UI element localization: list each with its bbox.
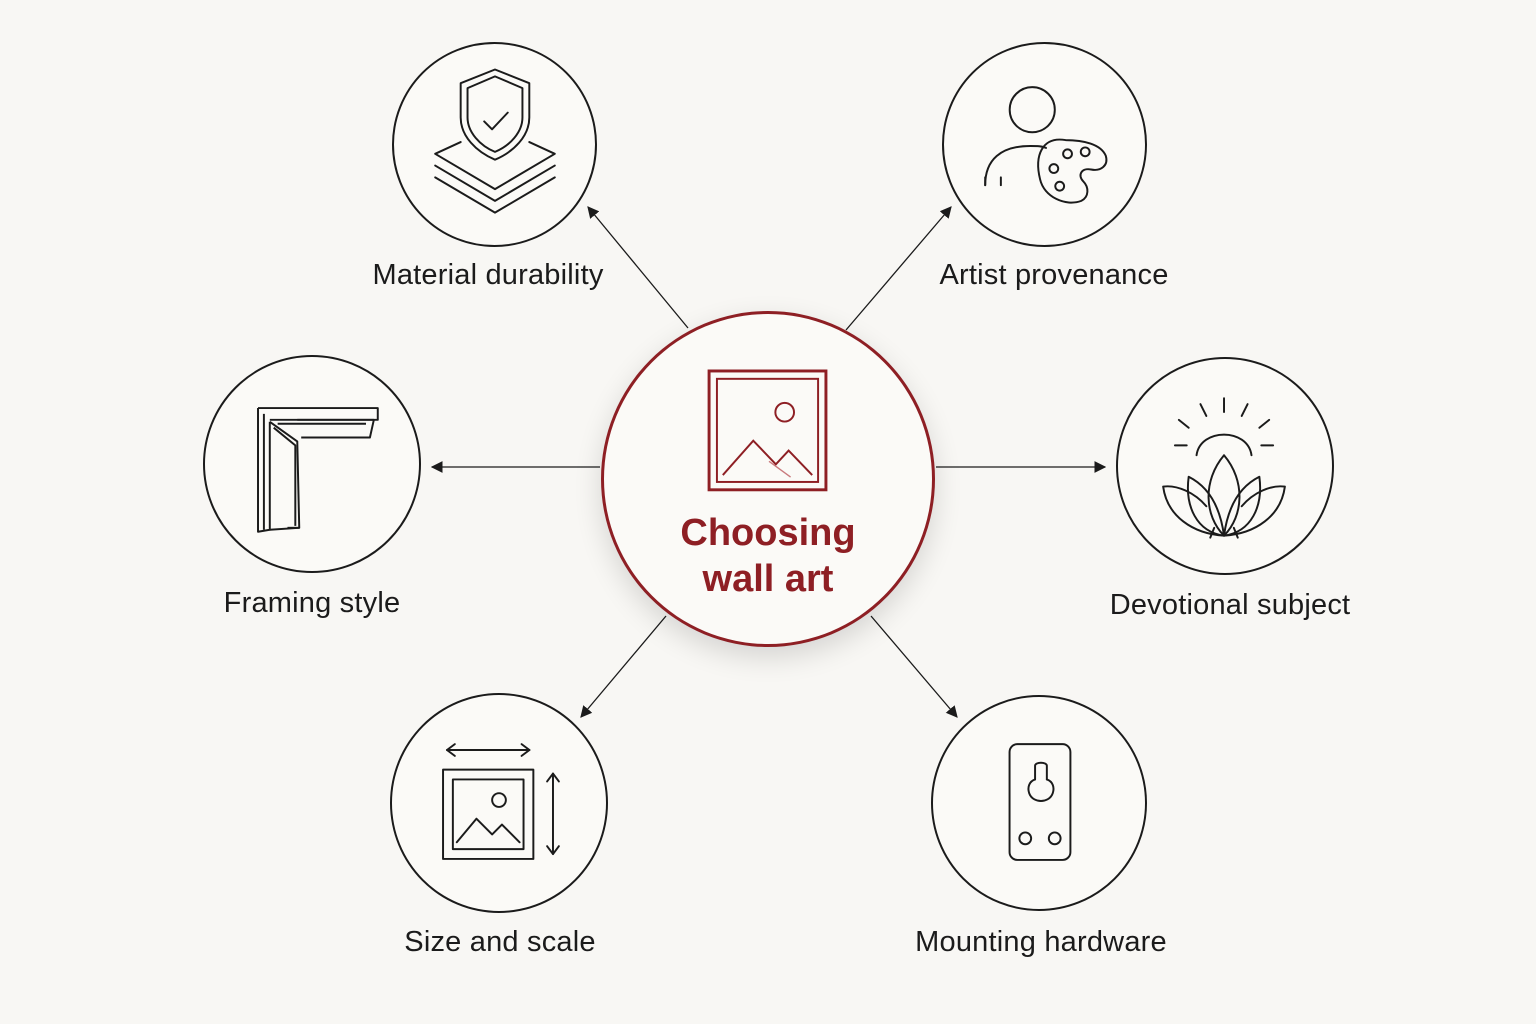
center-title: Choosing wall art <box>680 512 856 600</box>
label-artist-provenance: Artist provenance <box>939 259 1169 291</box>
label-devotional-subject: Devotional subject <box>1109 589 1351 621</box>
frame-corner-icon <box>257 407 379 533</box>
arrow-to-mounting-hardware <box>870 615 958 718</box>
node-material-durability <box>392 42 597 247</box>
node-artist-provenance <box>942 42 1147 247</box>
artist-palette-icon <box>984 86 1108 204</box>
label-mounting-hardware: Mounting hardware <box>915 926 1167 958</box>
dimensioned-picture-icon <box>442 743 560 860</box>
label-framing-style: Framing style <box>223 587 401 619</box>
framed-landscape-icon <box>707 369 828 492</box>
layered-shield-check-icon <box>434 68 556 214</box>
arrow-to-artist-provenance <box>845 206 952 331</box>
arrow-to-material-durability <box>587 206 689 329</box>
node-framing-style <box>203 355 421 573</box>
node-devotional-subject <box>1116 357 1334 575</box>
center-node: Choosing wall art <box>601 311 935 647</box>
node-size-and-scale <box>390 693 608 913</box>
node-mounting-hardware <box>931 695 1147 911</box>
arrow-to-size-and-scale <box>580 615 667 718</box>
label-material-durability: Material durability <box>372 259 604 291</box>
label-size-and-scale: Size and scale <box>404 926 596 958</box>
lotus-sunrise-icon <box>1162 397 1286 539</box>
keyhole-bracket-icon <box>1008 743 1072 861</box>
